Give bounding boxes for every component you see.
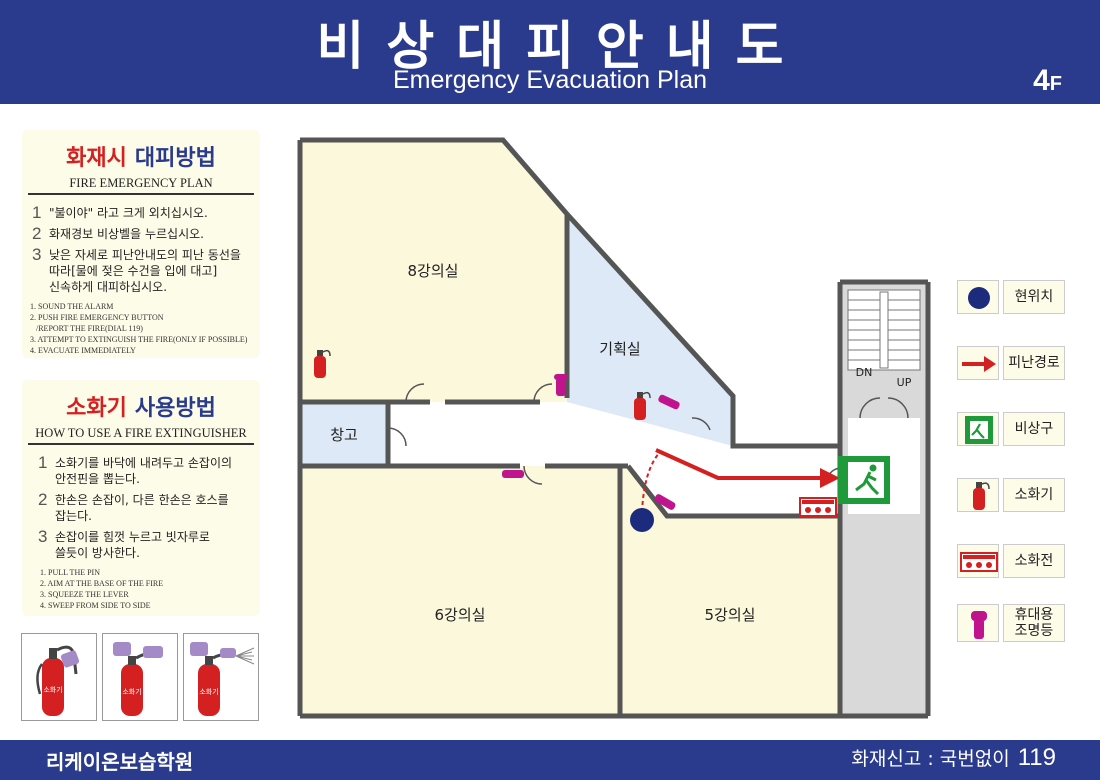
- extinguisher-step-3-illustration: 소화기: [183, 633, 259, 721]
- evacuation-route-arrow-icon: [957, 346, 999, 380]
- legend-fire-extinguisher: 소화기: [957, 478, 1065, 512]
- legend-portable-light: 휴대용 조명등: [957, 604, 1065, 642]
- storage-area: [300, 402, 388, 466]
- extinguisher-english-steps: 1. PULL THE PIN 2. AIM AT THE BASE OF TH…: [40, 568, 164, 610]
- emergency-exit-sign: [838, 456, 890, 504]
- legend-emergency-exit: 비상구: [957, 412, 1065, 446]
- evacuation-route-arrowhead: [820, 468, 840, 488]
- extinguisher-label: 소화기: [43, 685, 62, 694]
- fire-report-number: 119: [1017, 744, 1056, 771]
- walls: [297, 137, 931, 719]
- stairs-down-label: DN: [856, 366, 873, 379]
- header-bar: 비상대피안내도 Emergency Evacuation Plan 4F: [0, 0, 1100, 104]
- evacuation-route-arrow: [655, 448, 820, 480]
- extinguisher-subtitle: HOW TO USE A FIRE EXTINGUISHER: [28, 426, 254, 445]
- fire-hydrant-icon: [957, 544, 999, 578]
- portable-light-marker: [654, 494, 676, 510]
- legend-current-location: 현위치: [957, 280, 1065, 314]
- stairs-lines: [848, 291, 920, 369]
- extinguisher-step-2-illustration: 소화기: [102, 633, 178, 721]
- portable-light-marker: [658, 394, 680, 410]
- current-location-icon: [957, 280, 999, 314]
- room-8-area: [300, 140, 567, 402]
- current-location-marker: [630, 508, 654, 532]
- fire-plan-english-steps: 1. SOUND THE ALARM 2. PUSH FIRE EMERGENC…: [30, 302, 248, 355]
- extinguisher-label: 소화기: [199, 687, 218, 696]
- planning-room-label: 기획실: [599, 340, 640, 358]
- room-6-area: [300, 466, 620, 716]
- extinguisher-step-1-illustration: 소화기: [21, 633, 97, 721]
- fire-plan-step: 1"불이야" 라고 크게 외치십시오.: [32, 203, 208, 222]
- emergency-exit-icon: [957, 412, 999, 446]
- door-swings: [387, 383, 909, 485]
- page-title: 비상대피안내도: [316, 17, 806, 77]
- portable-light-marker: [554, 374, 568, 396]
- fire-plan-subtitle: FIRE EMERGENCY PLAN: [28, 176, 254, 195]
- fire-extinguisher-icon: [957, 478, 999, 512]
- room-6-label: 6강의실: [435, 606, 486, 624]
- fire-extinguisher-marker: [314, 349, 331, 378]
- room-5-area: [620, 466, 840, 716]
- storage-label: 창고: [330, 426, 358, 444]
- legend-fire-hydrant: 소화전: [957, 544, 1065, 578]
- portable-light-icon: [957, 604, 999, 642]
- fire-hydrant-marker: [799, 497, 837, 517]
- stairs-up-label: UP: [897, 376, 912, 389]
- page-subtitle: Emergency Evacuation Plan: [392, 66, 708, 94]
- extinguisher-label: 소화기: [122, 687, 141, 696]
- room-8-label: 8강의실: [408, 262, 459, 280]
- evacuation-route-dashed: [641, 451, 661, 513]
- fire-extinguisher-marker: [634, 391, 651, 420]
- extinguisher-body-icon: [42, 658, 64, 716]
- room-5-label: 5강의실: [705, 606, 756, 624]
- organization-name: 리케이온보습학원: [46, 750, 194, 774]
- planning-room-area: [567, 214, 733, 446]
- legend-evacuation-route: 피난경로: [957, 346, 1065, 380]
- portable-light-marker: [502, 470, 524, 478]
- floor-indicator: 4F: [1033, 64, 1062, 97]
